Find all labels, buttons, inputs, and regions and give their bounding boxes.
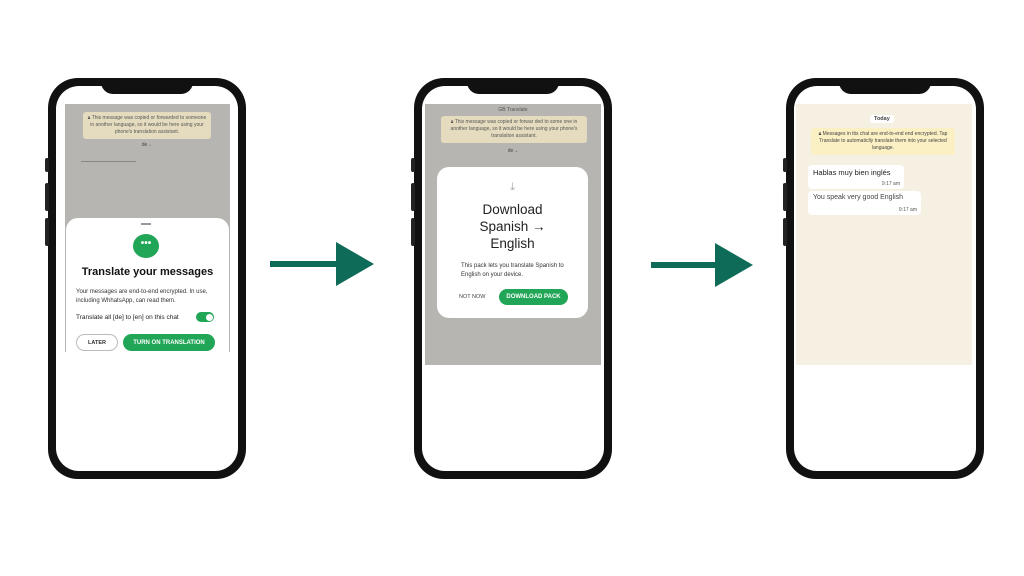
arrow-right-icon	[651, 243, 753, 287]
translate-sheet: ••• Translate your messages Your message…	[66, 218, 229, 358]
download-icon: ⤓	[510, 181, 515, 193]
translate-toggle[interactable]	[196, 312, 214, 322]
not-now-button[interactable]: NOT NOW	[459, 294, 486, 300]
app-header: GB Translate	[498, 107, 528, 113]
message-time: 9:17 am	[898, 207, 917, 213]
arrow-right-icon	[270, 242, 374, 286]
encryption-banner: 🔒︎ Messages in ttis chat are end-to-end …	[811, 128, 955, 155]
date-chip: Today	[870, 115, 894, 123]
drag-handle[interactable]	[141, 223, 151, 225]
phone-1: 🔒︎ This message was copied or forwarded …	[45, 78, 246, 479]
message-bubble[interactable]: Hablas muy bien inglés 9:17 am	[808, 165, 904, 189]
dialog-body: This pack lets you translate Spanish to …	[461, 263, 564, 278]
lock-icon: 🔒︎	[450, 119, 455, 125]
lock-icon: 🔒︎	[87, 115, 92, 121]
sheet-title: Translate your messages	[81, 266, 214, 278]
notch	[467, 78, 559, 94]
download-pack-button[interactable]: DOWNLOAD PACK	[499, 289, 568, 305]
notch	[101, 78, 193, 94]
message-text: You speak very good English	[813, 194, 904, 201]
message-time: 9:17 am	[881, 181, 900, 187]
phone-2: GB Translate 🔒︎ This message was copied …	[411, 78, 612, 479]
info-banner: 🔒︎ This message was copied or forwarded …	[83, 112, 211, 139]
message-bubble[interactable]: You speak very good English 9:17 am	[808, 191, 921, 215]
sender-label: de→	[141, 142, 153, 148]
later-button[interactable]: LATER	[76, 334, 118, 351]
turn-on-translation-button[interactable]: TURN ON TRANSLATION	[123, 334, 215, 351]
chat-bubble-icon: •••	[133, 234, 159, 258]
sheet-body: Your messages are end-to-end encrypted. …	[76, 289, 208, 304]
download-dialog: ⤓ Download Spanish → English This pack l…	[437, 167, 588, 318]
dialog-title: Download Spanish → English	[479, 202, 546, 251]
phone-3: Today 🔒︎ Messages in ttis chat are end-t…	[783, 78, 984, 479]
toggle-label: Translate all [de] to [en] on this chat	[76, 314, 179, 321]
notch	[839, 78, 931, 94]
sender-label: de→	[507, 148, 519, 154]
message-text: Hablas muy bien inglés	[813, 168, 891, 177]
lock-icon: 🔒︎	[818, 131, 823, 137]
info-banner: 🔒︎ This message was copied or forwar ded…	[441, 116, 587, 143]
